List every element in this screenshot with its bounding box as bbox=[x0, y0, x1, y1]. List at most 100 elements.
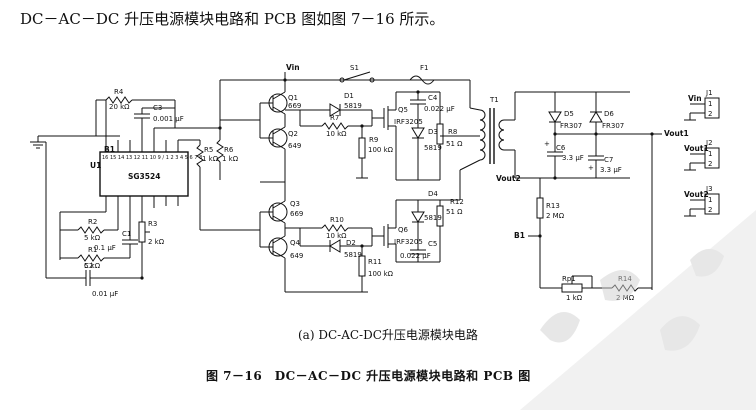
rp1-potentiometer: Rp1 1 kΩ bbox=[540, 275, 604, 302]
svg-text:D1: D1 bbox=[344, 92, 354, 100]
svg-text:5 kΩ: 5 kΩ bbox=[84, 234, 101, 242]
svg-text:Q5: Q5 bbox=[398, 106, 408, 114]
svg-text:5819: 5819 bbox=[424, 214, 442, 222]
svg-text:5819: 5819 bbox=[344, 251, 362, 259]
svg-text:1: 1 bbox=[708, 196, 712, 204]
svg-text:+: + bbox=[588, 164, 594, 172]
svg-text:R11: R11 bbox=[368, 258, 382, 266]
svg-text:Vout1: Vout1 bbox=[684, 144, 709, 153]
c3-capacitor: C3 0.001 μF bbox=[134, 104, 184, 132]
r7-resistor: R7 10 kΩ bbox=[300, 114, 372, 138]
svg-text:C1: C1 bbox=[122, 230, 131, 238]
svg-text:1 kΩ: 1 kΩ bbox=[202, 155, 219, 163]
svg-text:J1: J1 bbox=[705, 89, 713, 97]
svg-text:649: 649 bbox=[288, 142, 301, 150]
q4-transistor: Q4 649 bbox=[260, 235, 303, 260]
svg-text:+: + bbox=[544, 140, 550, 148]
svg-text:16 15 14 13 12 11 10 9 / 1 2 3: 16 15 14 13 12 11 10 9 / 1 2 3 4 5 6 7 8 bbox=[102, 155, 202, 161]
q3-transistor: Q3 669 bbox=[260, 200, 303, 224]
f1-fuse: F1 bbox=[409, 64, 435, 85]
t1-transformer: T1 bbox=[479, 96, 505, 164]
svg-text:B1: B1 bbox=[514, 231, 525, 240]
svg-text:20 kΩ: 20 kΩ bbox=[109, 103, 130, 111]
svg-text:Vout1: Vout1 bbox=[664, 129, 689, 138]
svg-text:1: 1 bbox=[708, 100, 712, 108]
svg-text:R4: R4 bbox=[114, 88, 124, 96]
d5-diode: D5 FR307 bbox=[548, 92, 582, 134]
svg-text:F1: F1 bbox=[420, 64, 428, 72]
svg-text:R6: R6 bbox=[224, 146, 234, 154]
intro-text: DC－AC－DC 升压电源模块电路和 PCB 图如图 7－16 所示。 bbox=[20, 10, 445, 28]
d4-diode: D4 5819 bbox=[411, 190, 442, 248]
svg-text:669: 669 bbox=[290, 210, 303, 218]
r4-resistor: R4 20 kΩ bbox=[95, 88, 175, 136]
d1-diode: D1 5819 bbox=[285, 92, 372, 117]
svg-text:IRF3205: IRF3205 bbox=[394, 238, 423, 246]
svg-text:51 Ω: 51 Ω bbox=[446, 140, 463, 148]
r2-resistor: R2 5 kΩ bbox=[60, 218, 118, 242]
svg-text:R2: R2 bbox=[88, 218, 97, 226]
svg-text:R1: R1 bbox=[88, 246, 97, 254]
r1-resistor: R1 5 kΩ bbox=[60, 246, 130, 270]
svg-text:3.3 μF: 3.3 μF bbox=[562, 154, 584, 162]
svg-text:Vin: Vin bbox=[688, 94, 702, 103]
svg-text:0.1 μF: 0.1 μF bbox=[94, 244, 116, 252]
svg-text:0.01 μF: 0.01 μF bbox=[92, 290, 118, 298]
svg-text:SG3524: SG3524 bbox=[128, 172, 160, 181]
svg-text:R7: R7 bbox=[330, 114, 339, 122]
svg-text:Q1: Q1 bbox=[288, 94, 298, 102]
svg-text:0.001 μF: 0.001 μF bbox=[153, 115, 184, 123]
svg-text:3.3 μF: 3.3 μF bbox=[600, 166, 622, 174]
svg-text:T1: T1 bbox=[489, 96, 499, 104]
svg-text:C6: C6 bbox=[556, 144, 566, 152]
svg-text:51 Ω: 51 Ω bbox=[446, 208, 463, 216]
u1-sg3524: U1 SG3524 16 15 14 13 12 11 10 9 / 1 2 3… bbox=[90, 145, 202, 197]
r6-resistor: R6 1 kΩ bbox=[216, 128, 239, 180]
c1-capacitor: C1 0.1 μF bbox=[94, 214, 138, 258]
svg-text:10 kΩ: 10 kΩ bbox=[326, 130, 347, 138]
svg-text:FR307: FR307 bbox=[560, 122, 582, 130]
c5-capacitor: C5 0.022 μF bbox=[400, 240, 437, 262]
d2-diode: D2 5819 bbox=[300, 239, 372, 259]
svg-text:J2: J2 bbox=[705, 139, 713, 147]
svg-text:U1: U1 bbox=[90, 161, 101, 170]
svg-text:Rp1: Rp1 bbox=[562, 275, 576, 283]
svg-text:D6: D6 bbox=[604, 110, 614, 118]
svg-text:J3: J3 bbox=[705, 185, 713, 193]
d3-diode: D3 5819 bbox=[411, 116, 442, 180]
j2-connector: J2 1 2 Vout1 bbox=[684, 139, 720, 171]
watermark-seal bbox=[520, 210, 756, 410]
q1-transistor: Q1 669 bbox=[260, 91, 301, 115]
s1-switch: S1 bbox=[330, 64, 410, 83]
svg-text:0.022 μF: 0.022 μF bbox=[424, 105, 455, 113]
svg-text:5 kΩ: 5 kΩ bbox=[84, 262, 101, 270]
svg-text:2 kΩ: 2 kΩ bbox=[148, 238, 165, 246]
svg-text:R3: R3 bbox=[148, 220, 157, 228]
svg-text:2: 2 bbox=[708, 206, 712, 214]
svg-text:1 kΩ: 1 kΩ bbox=[222, 155, 239, 163]
svg-text:R9: R9 bbox=[369, 136, 378, 144]
j1-connector: J1 1 2 Vin bbox=[684, 89, 720, 121]
svg-text:R10: R10 bbox=[330, 216, 344, 224]
r3-potentiometer: R3 2 kΩ bbox=[138, 218, 165, 278]
svg-text:D4: D4 bbox=[428, 190, 438, 198]
svg-text:Q2: Q2 bbox=[288, 130, 298, 138]
svg-text:R13: R13 bbox=[546, 202, 560, 210]
d6-diode: D6 FR307 bbox=[589, 92, 624, 134]
svg-text:100 kΩ: 100 kΩ bbox=[368, 146, 394, 154]
svg-text:Q6: Q6 bbox=[398, 226, 409, 234]
svg-text:B1: B1 bbox=[104, 145, 115, 154]
svg-text:C7: C7 bbox=[604, 156, 613, 164]
svg-text:2 MΩ: 2 MΩ bbox=[546, 212, 565, 220]
svg-text:Vout2: Vout2 bbox=[684, 190, 709, 199]
svg-text:0.022 μF: 0.022 μF bbox=[400, 252, 431, 260]
svg-text:5819: 5819 bbox=[424, 144, 442, 152]
q6-mosfet: Q6 IRF3205 bbox=[383, 200, 423, 262]
svg-text:5819: 5819 bbox=[344, 102, 362, 110]
svg-text:1 kΩ: 1 kΩ bbox=[566, 294, 583, 302]
svg-text:C5: C5 bbox=[428, 240, 437, 248]
svg-text:R8: R8 bbox=[448, 128, 457, 136]
r10-resistor: R10 10 kΩ bbox=[300, 216, 372, 240]
svg-text:2: 2 bbox=[708, 110, 712, 118]
